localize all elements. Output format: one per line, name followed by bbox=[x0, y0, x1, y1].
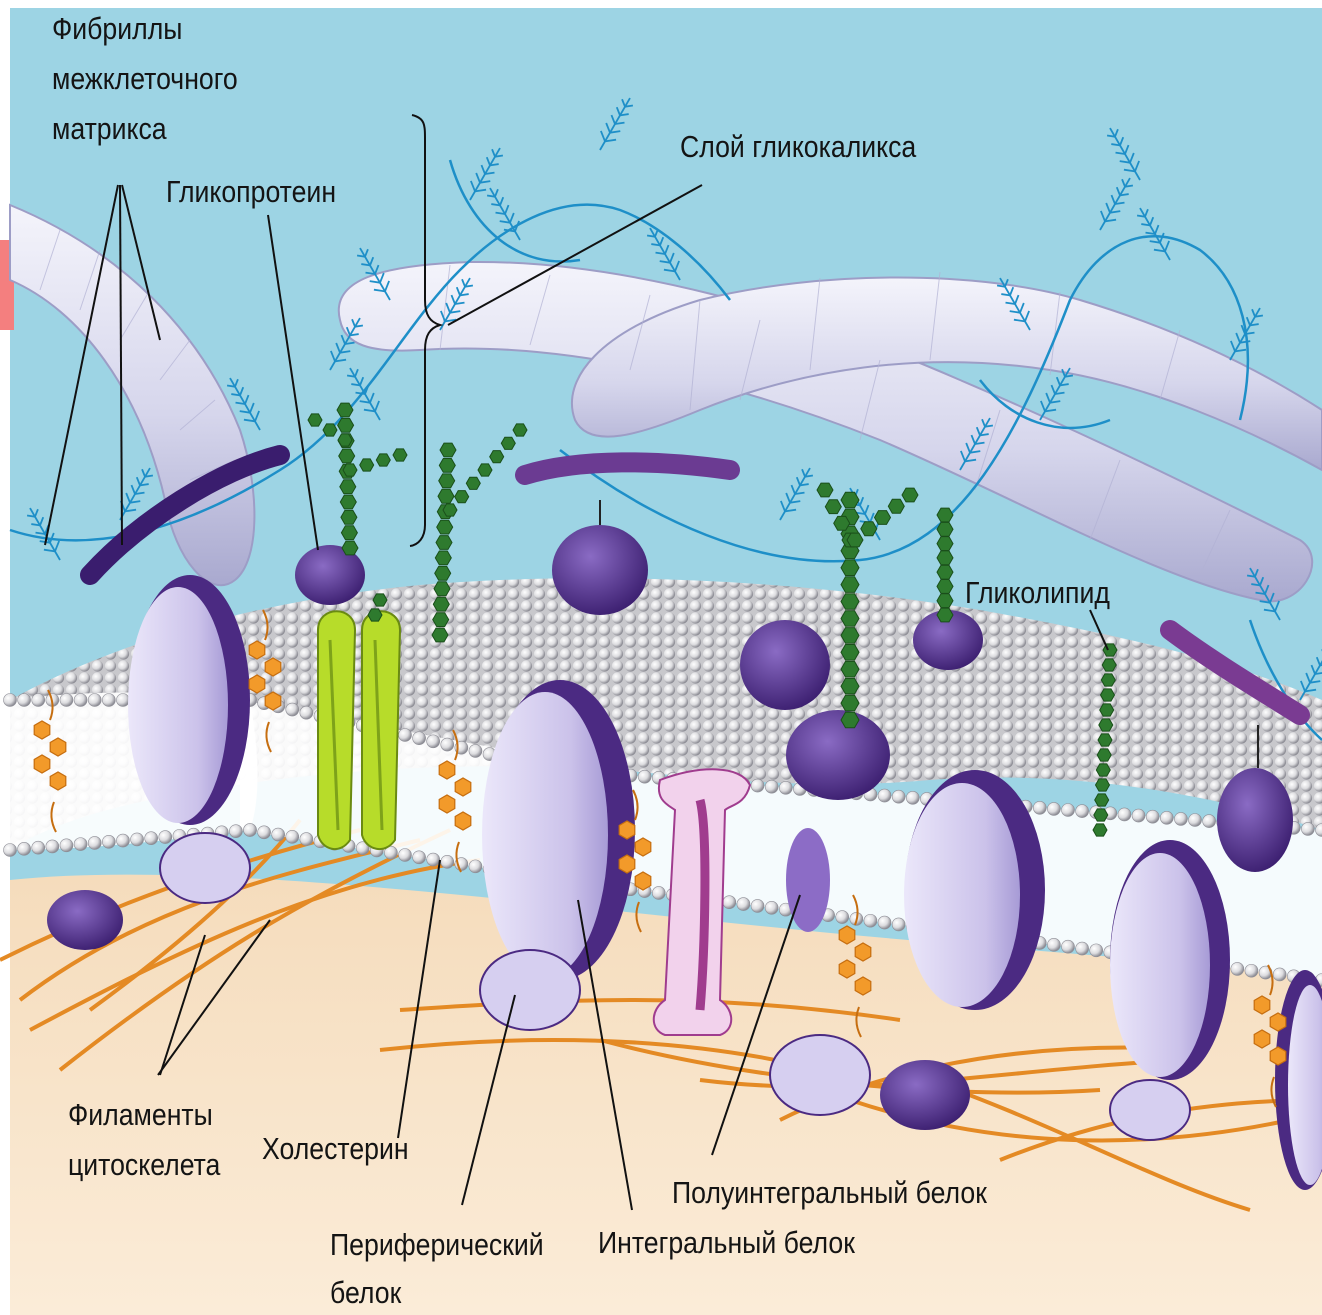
label-peripheral-protein-line1: Периферический bbox=[330, 1228, 544, 1263]
label-glycoprotein: Гликопротеин bbox=[166, 175, 336, 210]
label-fibrils-line1: Фибриллы bbox=[52, 12, 182, 47]
label-glycocalyx: Слой гликокаликса bbox=[680, 130, 916, 165]
label-cytoskeleton-line2: цитоскелета bbox=[68, 1148, 220, 1183]
label-fibrils-line3: матрикса bbox=[52, 112, 167, 147]
label-semi-integral-protein: Полуинтегральный белок bbox=[672, 1176, 987, 1211]
label-peripheral-protein-line2: белок bbox=[330, 1276, 401, 1311]
label-glycolipid: Гликолипид bbox=[965, 576, 1110, 611]
label-integral-protein: Интегральный белок bbox=[598, 1226, 855, 1261]
label-cholesterol: Холестерин bbox=[262, 1132, 409, 1167]
label-cytoskeleton-line1: Филаменты bbox=[68, 1098, 213, 1133]
label-fibrils-line2: межклеточного bbox=[52, 62, 238, 97]
